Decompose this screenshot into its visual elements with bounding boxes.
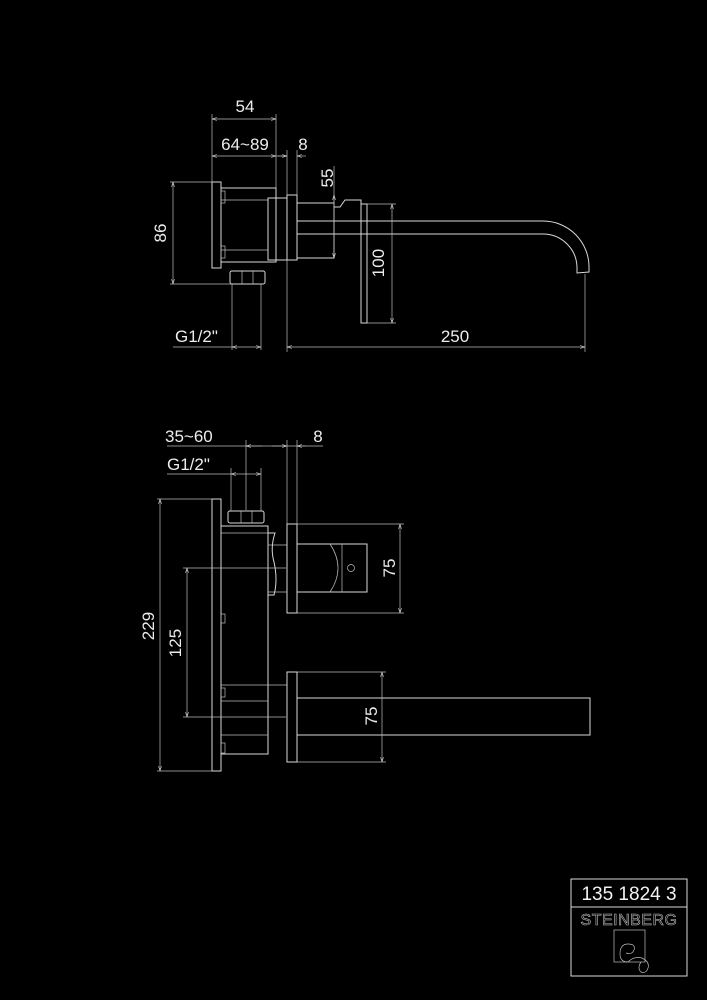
steinberg-logo-icon (613, 929, 649, 973)
handle (296, 199, 368, 324)
brand-name: STEINBERG (581, 912, 678, 929)
dim-label: 100 (369, 249, 388, 277)
wall-plate (211, 498, 222, 772)
dim-label: 75 (380, 559, 399, 578)
handle (296, 543, 368, 593)
title-block: 135 1824 3 STEINBERG (570, 878, 688, 977)
lever (360, 203, 368, 324)
dim-label: 125 (166, 629, 185, 657)
dimension-54: 54 (211, 97, 277, 188)
dim-label: 250 (441, 327, 469, 346)
handle-screw (347, 564, 355, 572)
dimension-75-spout: 75 (297, 671, 386, 763)
side-view: 54 64~89 8 55 100 86 (151, 97, 590, 352)
article-number: 135 1824 3 (581, 884, 676, 905)
dimension-86: 86 (151, 181, 232, 285)
dimension-250: 250 (286, 260, 586, 352)
valve-body (220, 525, 287, 755)
dimension-100: 100 (367, 203, 396, 324)
inlet-nut (227, 510, 265, 524)
dim-label: G1/2" (167, 455, 210, 474)
dimension-8: 8 (278, 135, 308, 195)
spout (297, 220, 590, 274)
wall-plate (211, 181, 222, 269)
dim-label: 229 (139, 612, 158, 640)
dim-label: 75 (362, 707, 381, 726)
dim-label: 8 (298, 135, 307, 154)
dimension-g12-inlet: G1/2" (167, 455, 262, 511)
spout-flange (286, 671, 298, 763)
dim-label: 55 (318, 169, 337, 188)
dim-label: G1/2" (175, 327, 218, 346)
dim-label: 64~89 (221, 135, 269, 154)
inlet-nut (229, 270, 266, 350)
dim-label: 54 (236, 97, 255, 116)
dim-label: 86 (151, 224, 170, 243)
flange (286, 194, 298, 261)
dimension-8: 8 (286, 427, 323, 524)
dimension-125: 125 (166, 567, 286, 718)
front-view: 35~60 8 G1/2" 229 125 (139, 427, 591, 772)
dim-label: 35~60 (165, 427, 213, 446)
spout (296, 697, 591, 736)
dimension-55: 55 (318, 166, 337, 258)
valve-body (220, 187, 288, 263)
handle-flange (286, 523, 298, 614)
dim-label: 8 (313, 427, 322, 446)
dimension-75-handle: 75 (297, 523, 404, 614)
dimension-g12-inlet: G1/2" (173, 327, 261, 347)
dimension-229: 229 (139, 498, 212, 772)
